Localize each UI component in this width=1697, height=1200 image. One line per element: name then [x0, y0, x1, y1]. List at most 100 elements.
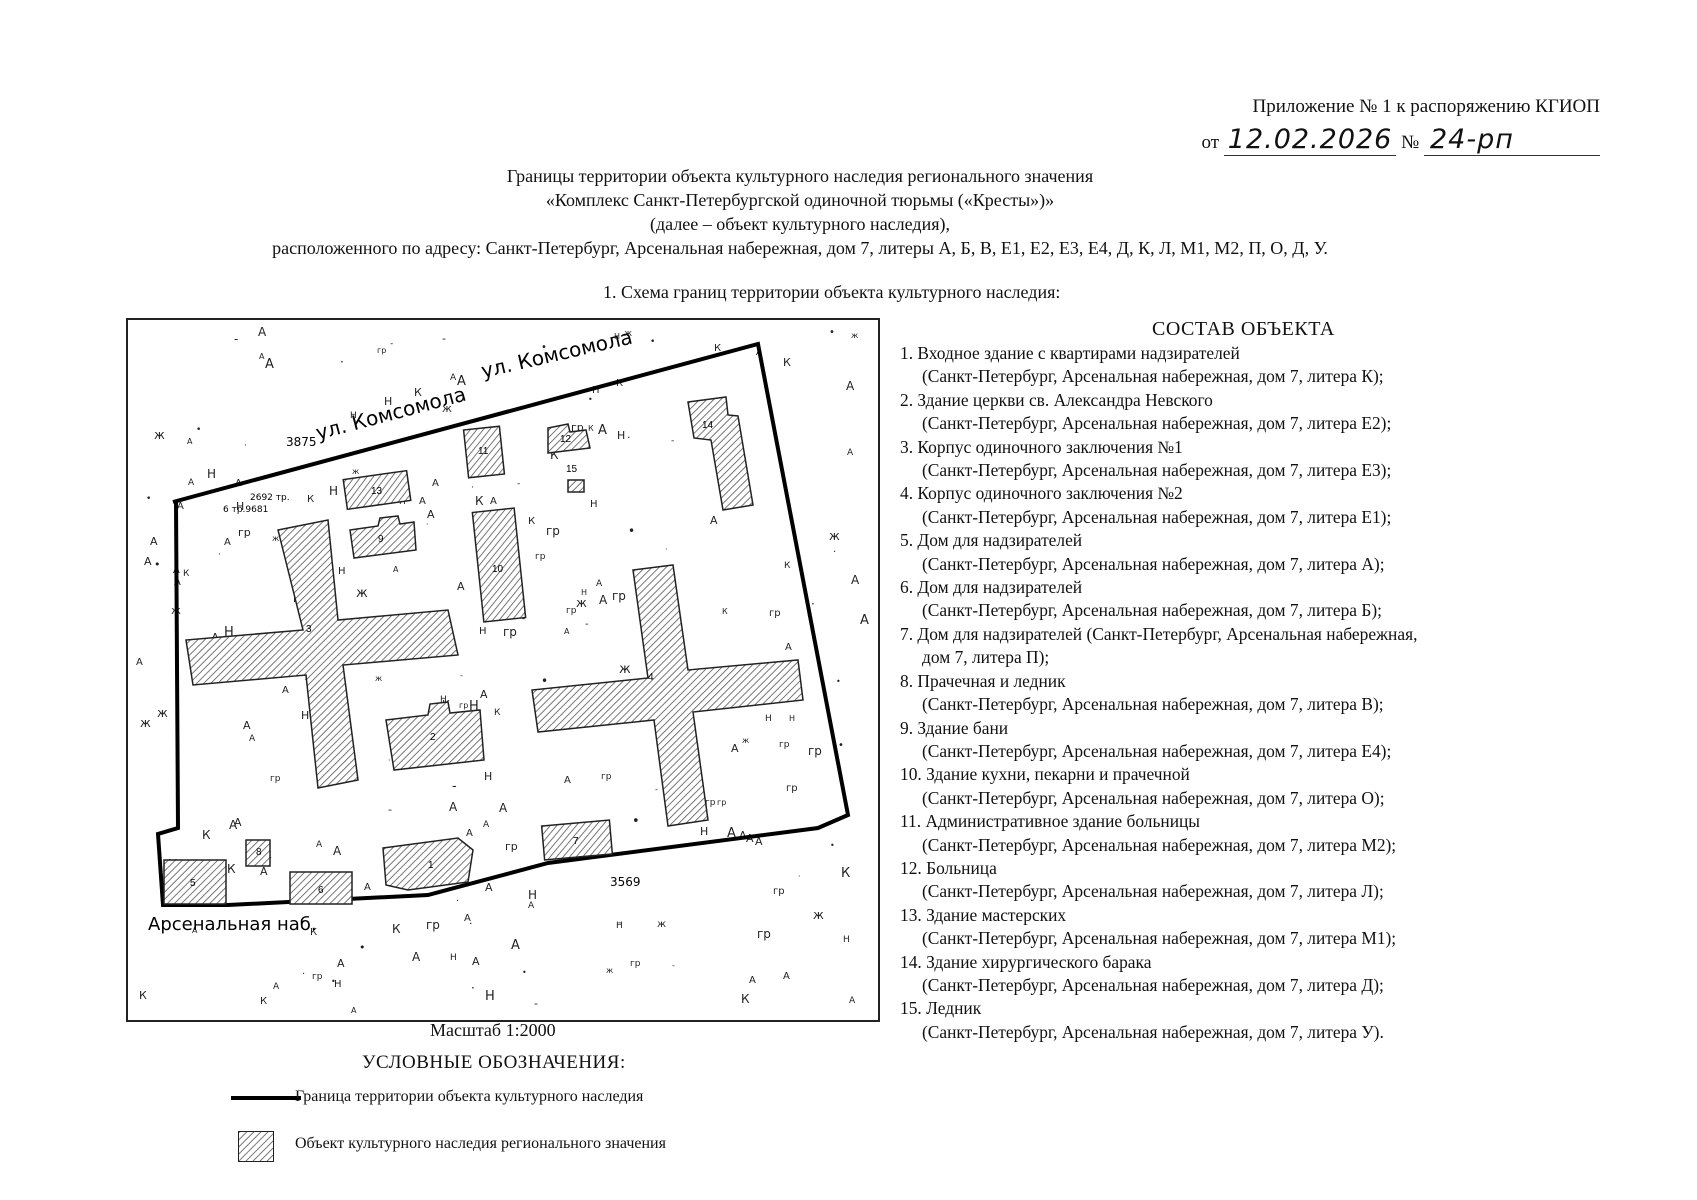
map-symbol: -	[234, 332, 238, 346]
map-symbol: А	[464, 913, 471, 924]
building-1	[382, 837, 474, 891]
building-4	[531, 564, 804, 827]
map-symbol: ж	[606, 966, 613, 975]
map-symbol: К	[841, 866, 850, 881]
map-symbol: гр	[786, 783, 798, 794]
street-label-top: ул. Комсомола	[479, 325, 635, 383]
map-symbol: Н	[700, 825, 708, 838]
map-symbol: А	[136, 657, 143, 668]
label-building-1: 1	[428, 860, 434, 871]
map-symbol: Н	[301, 709, 309, 722]
map-symbol: ж	[442, 402, 452, 415]
map-symbol: гр	[630, 959, 641, 969]
map-symbol: А	[847, 448, 854, 458]
map-symbol: гр	[505, 840, 518, 853]
map-symbol: •	[359, 941, 366, 954]
composition-item-name: 9. Здание бани	[900, 717, 1009, 738]
map-symbol: гр	[757, 927, 771, 941]
legend-object-label: Объект культурного наследия региональног…	[295, 1135, 666, 1152]
map-symbol: А	[188, 478, 195, 488]
map-symbol: А	[564, 775, 571, 786]
composition-item-address: дом 7, литера П);	[922, 647, 1050, 668]
map-symbol: А	[229, 818, 238, 832]
map-symbol: •	[632, 814, 640, 829]
map-symbol: гр	[270, 774, 281, 784]
building-8	[245, 839, 271, 867]
map-symbol: гр	[503, 625, 517, 639]
map-symbol: К	[722, 607, 728, 616]
composition-item-address: (Санкт-Петербург, Арсенальная набережная…	[922, 600, 1382, 621]
map-drawing: К-грК·АНККгрАКжАж··НАж•гр•А·Кж-АН·КАНгрА…	[136, 325, 869, 1015]
map-symbol: гр	[535, 552, 546, 562]
map-number-2692: 2692 тр.	[250, 493, 290, 503]
composition-item-name: 8. Прачечная и ледник	[900, 670, 1066, 691]
map-symbol: ж	[576, 596, 587, 610]
label-building-15: 15	[566, 464, 578, 475]
label-building-3: 3	[306, 624, 312, 635]
map-symbol: ж	[742, 736, 749, 745]
map-symbol: •	[838, 740, 844, 751]
map-symbol: ·	[665, 545, 668, 554]
map-symbol: А	[412, 950, 421, 964]
composition-item-address: (Санкт-Петербург, Арсенальная набережная…	[922, 974, 1384, 995]
map-symbol: А	[224, 537, 231, 548]
map-symbol: А	[260, 865, 268, 878]
map-symbol: ж	[154, 428, 165, 442]
composition-item-name: 11. Административное здание больницы	[900, 811, 1200, 832]
map-symbol: А	[710, 514, 718, 527]
order-date-line: от 12.02.2026 № 24-рп	[1080, 124, 1600, 156]
map-symbol: А	[466, 828, 473, 839]
map-symbol: ж	[657, 919, 666, 930]
map-symbol: ж	[272, 534, 279, 543]
map-symbol: ж	[851, 331, 858, 340]
map-symbol: •	[650, 337, 655, 347]
building-12	[547, 423, 591, 454]
label-building-12: 12	[560, 434, 572, 445]
map-number-9681: 6 тр.9681	[223, 505, 268, 515]
map-symbol: К	[588, 424, 594, 433]
map-symbol: -	[534, 997, 538, 1010]
building-5	[163, 859, 227, 905]
map-symbol: А	[450, 373, 457, 383]
map-symbol: К	[392, 922, 401, 936]
map-symbol: А	[485, 881, 493, 894]
map-symbol: К	[183, 569, 190, 579]
map-symbol: А	[259, 352, 265, 361]
map-symbol: ·	[469, 917, 473, 930]
map-symbol: Н	[590, 499, 598, 510]
map-symbol: гр	[238, 526, 251, 539]
map-symbol: К	[414, 386, 422, 399]
map-symbol: К	[528, 516, 535, 527]
map-symbol: К	[202, 828, 211, 842]
map-symbol: •	[522, 968, 527, 977]
label-building-14: 14	[702, 420, 714, 431]
building-10	[471, 507, 527, 623]
appendix-header: Приложение № 1 к распоряжению КГИОП от 1…	[1080, 96, 1600, 156]
map-symbol: ·	[218, 550, 221, 560]
building-6	[289, 871, 353, 905]
building-11	[462, 425, 506, 479]
map-symbol: К	[227, 862, 236, 876]
composition-item-name: 7. Дом для надзирателей (Санкт-Петербург…	[900, 623, 1418, 644]
label-building-7: 7	[573, 836, 579, 847]
legend-boundary-symbol	[231, 1096, 301, 1100]
map-symbol: •	[588, 395, 593, 404]
map-symbol: К	[307, 494, 314, 505]
map-symbol: А	[351, 1006, 357, 1015]
building-3	[185, 519, 459, 789]
composition-item-address: (Санкт-Петербург, Арсенальная набережная…	[922, 366, 1384, 387]
territory-map: К-грК·АНККгрАКжАж··НАж•гр•А·Кж-АН·КАНгрА…	[126, 318, 880, 1022]
map-symbol: К	[310, 927, 317, 938]
map-symbol: А	[234, 816, 242, 829]
composition-item-name: 2. Здание церкви св. Александра Невского	[900, 389, 1213, 410]
label-building-5: 5	[190, 878, 196, 889]
building-2	[385, 701, 485, 771]
section-caption: 1. Схема границ территории объекта культ…	[603, 282, 1061, 302]
appendix-label: Приложение № 1 к распоряжению КГИОП	[1252, 96, 1600, 117]
composition-item-name: 12. Больница	[900, 857, 997, 878]
map-symbol: Н	[450, 953, 457, 963]
map-symbol: ·	[497, 362, 500, 372]
composition-item-address: (Санкт-Петербург, Арсенальная набережная…	[922, 928, 1397, 949]
map-symbol: -	[452, 779, 457, 794]
map-symbol: -	[671, 436, 674, 446]
